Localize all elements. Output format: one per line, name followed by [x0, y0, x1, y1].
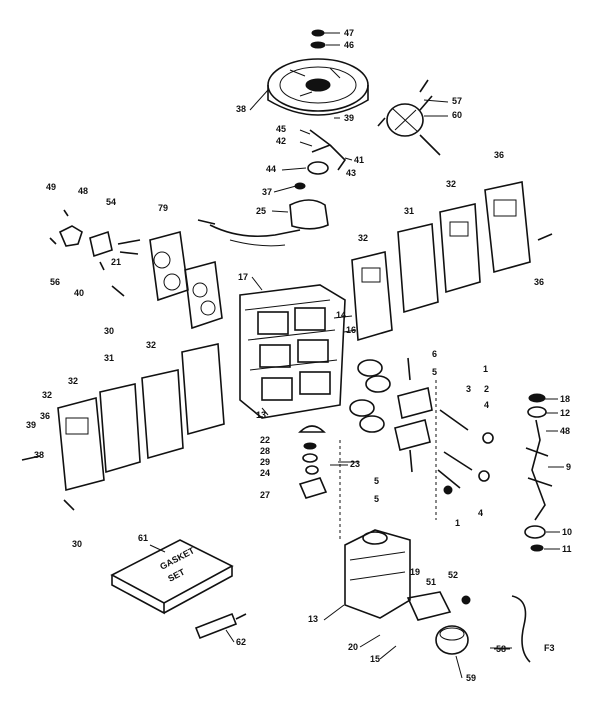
callout-2: 2 — [484, 384, 489, 394]
callout-32-a: 32 — [446, 179, 456, 189]
exhaust-covers — [351, 181, 553, 342]
connecting-rods — [437, 409, 494, 495]
sealer-tube — [194, 612, 247, 640]
pistons — [394, 357, 433, 473]
callout-3: 3 — [466, 384, 471, 394]
callout-4-a: 4 — [484, 400, 489, 410]
flywheel-nut-washer — [310, 29, 326, 49]
callout-31-a: 31 — [404, 206, 414, 216]
leader-lines — [149, 32, 564, 679]
callout-46: 46 — [344, 40, 354, 50]
callout-56: 56 — [50, 277, 60, 287]
callout-32-e: 32 — [42, 390, 52, 400]
callout-48-right: 48 — [560, 426, 570, 436]
callout-36-left: 36 — [40, 411, 50, 421]
crankshaft — [524, 393, 553, 552]
gasket-set-box: GASKET SET — [110, 539, 234, 615]
cylinder-block — [239, 284, 346, 419]
callout-16: 16 — [346, 325, 356, 335]
lower-left-gaskets — [21, 343, 225, 511]
callout-39-left: 39 — [26, 420, 36, 430]
callout-27: 27 — [260, 490, 270, 500]
callout-labels: 47 46 38 57 60 45 42 39 41 43 44 36 37 2… — [26, 28, 572, 683]
timer-base-links — [294, 129, 347, 190]
callout-47: 47 — [344, 28, 354, 38]
callout-52: 52 — [448, 570, 458, 580]
callout-17: 17 — [238, 272, 248, 282]
callout-22: 22 — [260, 435, 270, 445]
callout-42: 42 — [276, 136, 286, 146]
callout-62: 62 — [236, 637, 246, 647]
fuel-pump-parts — [49, 209, 141, 297]
callout-59: 59 — [466, 673, 476, 683]
callout-60: 60 — [452, 110, 462, 120]
callout-24: 24 — [260, 468, 270, 478]
lower-powerhead — [344, 529, 411, 619]
callout-36-right: 36 — [534, 277, 544, 287]
callout-79: 79 — [158, 203, 168, 213]
callout-12: 12 — [560, 408, 570, 418]
callout-37-top: 37 — [262, 187, 272, 197]
callout-57: 57 — [452, 96, 462, 106]
bypass-parts — [298, 425, 358, 499]
callout-30-b: 30 — [72, 539, 82, 549]
callout-29: 29 — [260, 457, 270, 467]
callout-51: 51 — [426, 577, 436, 587]
piston-rings — [349, 359, 391, 433]
callout-19: 19 — [410, 567, 420, 577]
callout-F3: F3 — [544, 643, 555, 653]
callout-15: 15 — [370, 654, 380, 664]
callout-13-b: 13 — [308, 614, 318, 624]
callout-61: 61 — [138, 533, 148, 543]
callout-30-a: 30 — [104, 326, 114, 336]
gasket-set-label-2: SET — [166, 566, 187, 583]
callout-25: 25 — [256, 206, 266, 216]
callout-1-a: 1 — [483, 364, 488, 374]
coil-and-wires — [197, 199, 329, 247]
callout-40: 40 — [74, 288, 84, 298]
callout-39-top: 39 — [344, 113, 354, 123]
callout-54: 54 — [106, 197, 116, 207]
callout-45: 45 — [276, 124, 286, 134]
callout-43: 43 — [346, 168, 356, 178]
callout-14: 14 — [336, 310, 346, 320]
callout-32-b: 32 — [358, 233, 368, 243]
upper-left-gaskets — [149, 230, 223, 330]
callout-4-b: 4 — [478, 508, 483, 518]
callout-21: 21 — [111, 257, 121, 267]
callout-38-top: 38 — [236, 104, 246, 114]
callout-10: 10 — [562, 527, 572, 537]
callout-5-c: 5 — [374, 494, 379, 504]
callout-5-a: 5 — [432, 367, 437, 377]
callout-38-left: 38 — [34, 450, 44, 460]
callout-31-b: 31 — [104, 353, 114, 363]
fuel-hose — [490, 595, 531, 663]
callout-18: 18 — [560, 394, 570, 404]
callout-5-b: 5 — [374, 476, 379, 486]
callout-13-a: 13 — [256, 410, 266, 420]
callout-23: 23 — [350, 459, 360, 469]
callout-36-top-right: 36 — [494, 150, 504, 160]
dashed-guide-lines — [339, 380, 437, 540]
callout-6: 6 — [432, 349, 437, 359]
callout-1-b: 1 — [455, 518, 460, 528]
callout-11: 11 — [562, 544, 572, 554]
callout-28: 28 — [260, 446, 270, 456]
fuel-filter — [406, 591, 471, 655]
callout-49: 49 — [46, 182, 56, 192]
callout-20: 20 — [348, 642, 358, 652]
callout-9: 9 — [566, 462, 571, 472]
callout-41: 41 — [354, 155, 364, 165]
flywheel — [267, 58, 369, 116]
callout-32-c: 32 — [146, 340, 156, 350]
starter-pulley — [377, 79, 441, 156]
callout-48: 48 — [78, 186, 88, 196]
callout-44: 44 — [266, 164, 276, 174]
callout-32-d: 32 — [68, 376, 78, 386]
